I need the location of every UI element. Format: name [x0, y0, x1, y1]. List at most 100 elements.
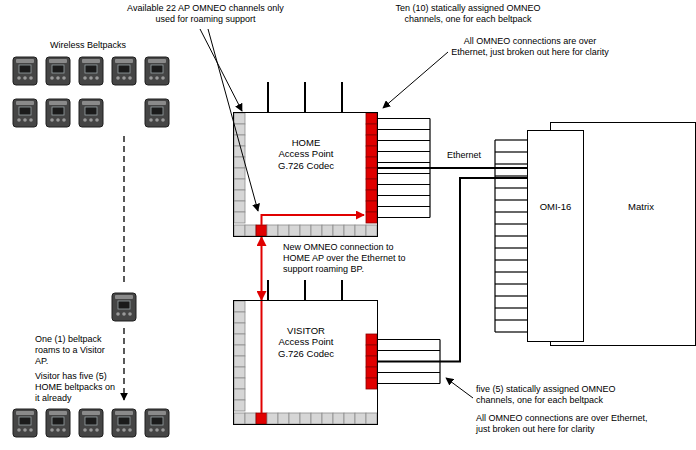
ethernet-stub: [495, 283, 527, 284]
free-channel: [366, 225, 377, 236]
ethernet-stub: [495, 163, 527, 164]
free-channel: [245, 413, 256, 424]
node-text: Matrix: [591, 201, 691, 212]
ethernet-stub: [495, 307, 527, 308]
beltpack-icon: [13, 99, 37, 127]
free-channel: [234, 179, 245, 190]
node-text: OMI-16: [528, 201, 583, 212]
antenna: [304, 280, 306, 300]
free-channel: [344, 225, 355, 236]
roaming-wire: [262, 215, 365, 225]
ethernet-stub: [495, 187, 527, 188]
ethernet-stub: [378, 206, 430, 207]
text-block: HOME Access PointG.726 Codec: [276, 137, 336, 171]
free-channel: [234, 301, 245, 312]
free-channel: [234, 323, 245, 334]
assigned-channel: [366, 334, 377, 345]
free-channel: [234, 212, 245, 223]
node-text: G.726 Codec: [276, 348, 336, 359]
ethernet-stub: [378, 151, 430, 152]
free-channel: [300, 225, 311, 236]
assigned-channel: [366, 146, 377, 157]
beltpack-icon: [145, 409, 169, 437]
leader-line: [446, 378, 473, 398]
ethernet-stub: [378, 195, 430, 196]
free-channel: [366, 413, 377, 424]
beltpack-icon: [112, 409, 136, 437]
free-channel: [267, 225, 278, 236]
free-channel: [234, 201, 245, 212]
beltpack-icon: [79, 57, 103, 85]
free-channel: [234, 356, 245, 367]
callout-note: Wireless Beltpacks: [50, 40, 126, 51]
free-channel: [267, 413, 278, 424]
beltpack-icon: [13, 57, 37, 85]
ethernet-stub: [378, 372, 440, 373]
beltpack-icon: [145, 57, 169, 85]
leader-group: [200, 29, 473, 398]
ethernet-stub: [495, 247, 527, 248]
callout-note: Ethernet: [447, 150, 481, 161]
leader-line: [200, 29, 242, 111]
ethernet-link: [378, 178, 527, 362]
free-channel: [234, 367, 245, 378]
assigned-channel: [366, 179, 377, 190]
ethernet-stub: [495, 235, 527, 236]
free-channel: [234, 190, 245, 201]
assigned-channel: [366, 345, 377, 356]
free-channel: [311, 225, 322, 236]
ethernet-stub: [378, 350, 440, 351]
free-channel: [234, 168, 245, 179]
ethernet-stubs: [378, 119, 527, 384]
callout-note: One (1) beltpack roams to a Visitor AP.: [35, 334, 117, 367]
callout-note: New OMNEO connection to HOME AP over the…: [283, 242, 421, 275]
assigned-channel: [366, 356, 377, 367]
free-channel: [278, 413, 289, 424]
ethernet-stub: [495, 151, 527, 152]
ethernet-link: [378, 167, 527, 169]
free-channel: [289, 413, 300, 424]
callout-note: Ten (10) statically assigned OMNEO chann…: [393, 3, 543, 25]
roam-path: [123, 136, 124, 284]
beltpack-icon: [13, 409, 37, 437]
assigned-channel: [366, 113, 377, 124]
beltpack-icon: [112, 57, 136, 85]
interface-card-box: OMI-16: [527, 130, 584, 342]
antenna: [267, 280, 269, 300]
access-point-box: HOME Access PointG.726 Codec: [233, 112, 378, 237]
free-channel: [355, 413, 366, 424]
assigned-channel: [256, 225, 267, 236]
free-channel: [355, 225, 366, 236]
text-block: Matrix: [591, 201, 691, 212]
free-channel: [234, 400, 245, 411]
node-text: VISITOR Access Point: [276, 325, 336, 348]
beltpack-icon: [79, 409, 103, 437]
beltpack-icon: [46, 99, 70, 127]
free-channel: [234, 225, 245, 236]
node-text: G.726 Codec: [276, 160, 336, 171]
assigned-channel: [366, 157, 377, 168]
free-channel: [289, 225, 300, 236]
text-block: OMI-16: [528, 201, 583, 212]
assigned-channel: [366, 212, 377, 223]
free-channel: [234, 146, 245, 157]
antenna: [304, 82, 306, 112]
connector-group: [262, 168, 528, 362]
free-channel: [245, 225, 256, 236]
free-channel: [234, 334, 245, 345]
free-channel: [322, 413, 333, 424]
ethernet-stub: [378, 162, 430, 163]
beltpack-icon: [145, 99, 169, 127]
ethernet-stub: [495, 295, 527, 296]
callout-note: Visitor has five (5) HOME beltpacks on i…: [35, 371, 117, 404]
roaming-link: [261, 237, 263, 300]
assigned-channel: [256, 413, 267, 424]
leader-line: [383, 52, 448, 108]
assigned-channel: [366, 168, 377, 179]
ethernet-stub: [495, 211, 527, 212]
free-channel: [234, 345, 245, 356]
ethernet-stub: [378, 173, 430, 174]
assigned-channel: [366, 378, 377, 389]
callout-note: five (5) statically assigned OMNEO chann…: [476, 384, 656, 406]
antenna: [341, 82, 343, 112]
